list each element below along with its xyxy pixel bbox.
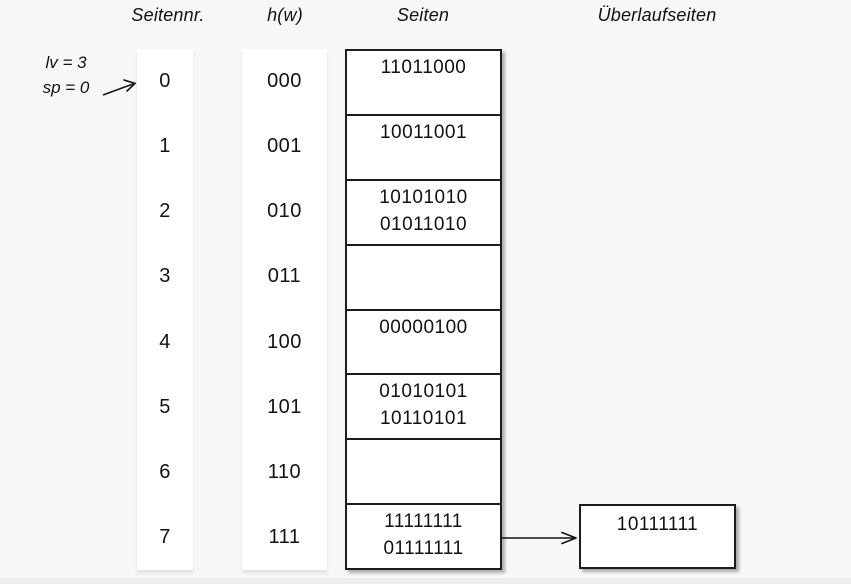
page-number: 3 bbox=[159, 265, 171, 288]
hash-value: 001 bbox=[267, 135, 302, 158]
page-box-6 bbox=[347, 438, 500, 503]
annotation-lv: lv = 3 bbox=[45, 53, 87, 72]
page-number: 6 bbox=[159, 460, 171, 483]
page-value bbox=[347, 146, 500, 173]
page-number: 4 bbox=[159, 330, 171, 353]
hash-value: 110 bbox=[267, 460, 302, 483]
page-box-3 bbox=[347, 243, 500, 309]
page-value: 01010101 bbox=[379, 381, 468, 403]
column-header-seitennr: Seitennr. bbox=[131, 5, 205, 25]
page-value bbox=[347, 81, 500, 108]
page-number-column: 0 1 2 3 4 5 6 7 bbox=[137, 49, 193, 570]
overflow-link-arrow-icon bbox=[502, 531, 577, 545]
pages-table: 11011000 10011001 10101010 01011010 0000… bbox=[345, 49, 502, 570]
hash-value-column: 000 001 010 011 100 101 110 111 bbox=[242, 49, 327, 570]
page-box-4: 00000100 bbox=[347, 308, 500, 374]
page-number: 2 bbox=[159, 200, 171, 223]
page-value bbox=[347, 341, 500, 368]
slide-bottom-edge bbox=[0, 578, 851, 584]
page-box-2: 10101010 01011010 bbox=[347, 178, 500, 244]
overflow-page-value: 10111111 bbox=[616, 514, 699, 535]
hash-value: 010 bbox=[267, 200, 302, 223]
page-value: 10110101 bbox=[379, 408, 468, 430]
page-value bbox=[347, 276, 500, 303]
hash-value: 101 bbox=[267, 395, 302, 418]
page-box-1: 10011001 bbox=[347, 113, 500, 179]
page-box-5: 01010101 10110101 bbox=[347, 373, 500, 438]
hash-value: 111 bbox=[268, 525, 301, 548]
page-value bbox=[347, 470, 500, 497]
page-value bbox=[347, 443, 500, 470]
page-value: 01011010 bbox=[379, 213, 468, 235]
page-number: 5 bbox=[159, 395, 171, 418]
page-value: 10011001 bbox=[379, 121, 468, 143]
hash-value: 011 bbox=[267, 265, 302, 288]
hash-value: 000 bbox=[267, 70, 302, 93]
page-value: 11111111 bbox=[384, 511, 463, 533]
page-value: 00000100 bbox=[379, 316, 468, 338]
hash-value: 100 bbox=[267, 330, 302, 353]
page-number: 0 bbox=[159, 70, 171, 93]
annotation-sp: sp = 0 bbox=[42, 78, 90, 97]
page-box-7: 11111111 01111111 bbox=[347, 503, 500, 568]
page-value: 10101010 bbox=[379, 186, 468, 208]
page-value: 11011000 bbox=[380, 57, 467, 78]
page-number: 1 bbox=[159, 135, 171, 158]
annotation-pointer-arrow-icon bbox=[102, 79, 137, 96]
page-value: 01111111 bbox=[383, 538, 464, 560]
column-header-ueberlaufseiten: Überlaufseiten bbox=[597, 5, 717, 25]
overflow-page-box: 10111111 bbox=[579, 504, 736, 569]
state-annotation: lv = 3 sp = 0 bbox=[28, 50, 104, 100]
column-header-seiten: Seiten bbox=[396, 5, 450, 25]
page-value bbox=[347, 249, 500, 276]
column-header-hw: h(w) bbox=[267, 5, 303, 25]
page-box-0: 11011000 bbox=[347, 51, 500, 114]
page-number: 7 bbox=[159, 525, 171, 548]
